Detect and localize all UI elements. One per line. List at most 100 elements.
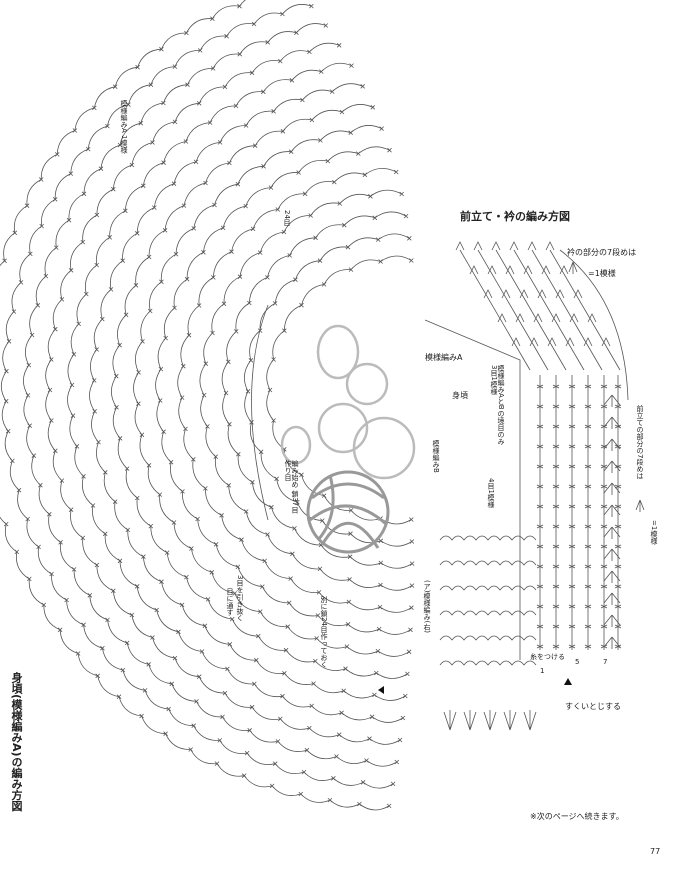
cactus-pad (316, 324, 360, 380)
page-number: 77 (650, 847, 661, 856)
stitch-mark (614, 504, 622, 509)
chain-loop (284, 673, 314, 685)
stitch-mark (552, 564, 560, 569)
yarn-ball (306, 470, 390, 554)
stitch-mark (584, 584, 592, 589)
stitch-mark (552, 504, 560, 509)
stitch-mark (536, 404, 544, 409)
collar-column (513, 249, 585, 371)
chain-loop (347, 624, 380, 633)
chain-loop (282, 695, 312, 708)
chain-loop (15, 551, 30, 580)
chain-loop (26, 179, 42, 206)
chain-loop (344, 215, 375, 226)
chain-loop (102, 648, 123, 671)
chain-loop (141, 715, 166, 735)
chain-loop (228, 485, 247, 512)
chain-loop (320, 130, 351, 141)
chain-loop (227, 424, 239, 455)
chain-loop (191, 548, 212, 573)
chain-loop (350, 533, 381, 544)
fan-stitch-mark (519, 289, 529, 299)
fan-stitch-mark (537, 289, 547, 299)
chain-loop (301, 284, 325, 306)
single-crochet-mark (390, 781, 396, 787)
chain-loop (359, 803, 390, 811)
chain-loop (199, 35, 227, 51)
stitch-mark (600, 404, 608, 409)
stitch-mark (568, 544, 576, 549)
chain-loop (300, 793, 331, 803)
chain-loop (126, 642, 149, 665)
chain-loop (0, 370, 7, 402)
chain-loop (315, 224, 345, 239)
continue-note: ※次のページへ続きます。 (530, 812, 624, 821)
chain-loop (219, 740, 248, 754)
chain-loop (221, 515, 242, 541)
chain-loop (125, 468, 138, 499)
chain-loop (136, 207, 155, 234)
chain-loop (251, 60, 281, 74)
chain-loop (118, 696, 142, 717)
fan-stitch-mark (527, 241, 537, 251)
stitch-mark (614, 644, 622, 649)
chain-loop (222, 716, 250, 731)
fan-stitch-mark (505, 265, 515, 275)
chain-loop (185, 122, 211, 142)
chain-loop (29, 225, 42, 254)
chain-loop (317, 615, 349, 627)
collar-column (459, 249, 531, 371)
chain-loop (112, 164, 133, 190)
stitch-mark (552, 624, 560, 629)
chain-loop (187, 67, 214, 85)
chain-loop (56, 130, 76, 155)
stitch-mark (614, 604, 622, 609)
chain-loop (219, 125, 247, 143)
chain-loop (204, 625, 230, 645)
stitch-mark (568, 384, 576, 389)
chain-loop (104, 533, 121, 562)
chain-loop (239, 0, 246, 7)
chain-loop (0, 516, 7, 525)
chain-loop (89, 595, 108, 621)
chain-loop (374, 694, 406, 701)
chain-loop (209, 105, 237, 123)
fan-stitch-mark (515, 313, 525, 323)
stitch-mark (584, 504, 592, 509)
stitch-mark (536, 624, 544, 629)
chain-loop (347, 237, 379, 248)
bottom-fan-stitch (443, 710, 457, 731)
collar-edge-line (559, 249, 629, 401)
chain-loop (19, 253, 31, 283)
chain-loop (166, 552, 187, 578)
chain-loop (223, 276, 241, 304)
chain-loop (380, 540, 413, 547)
chain-loop (309, 42, 340, 53)
chain-loop (316, 638, 348, 649)
continue-pattern-label: (ア)模様編み(右) (423, 580, 431, 633)
cactus-pad (317, 402, 369, 454)
stitch-mark (552, 644, 560, 649)
chain-loop (183, 182, 206, 206)
body-edge-line (424, 319, 521, 660)
chain-loop (152, 121, 176, 143)
chain-loop (216, 763, 245, 777)
collar-column (549, 249, 621, 371)
chain-loop (282, 4, 312, 15)
chain-loop (67, 354, 75, 386)
chain-loop (23, 364, 30, 396)
chain-loop (100, 144, 121, 169)
chain-loop (229, 644, 257, 661)
chain-loop (231, 618, 259, 637)
stitch-mark (568, 564, 576, 569)
chain-loop (276, 478, 298, 503)
chain-loop (180, 334, 190, 367)
chain-loop (96, 564, 114, 592)
chain-loop (200, 394, 208, 427)
single-crochet-mark (408, 627, 413, 633)
chain-loop (90, 349, 98, 381)
single-crochet-mark (309, 3, 314, 9)
foundation-chain-line (251, 304, 269, 521)
chain-loop (231, 228, 254, 252)
chain-loop (380, 584, 413, 591)
